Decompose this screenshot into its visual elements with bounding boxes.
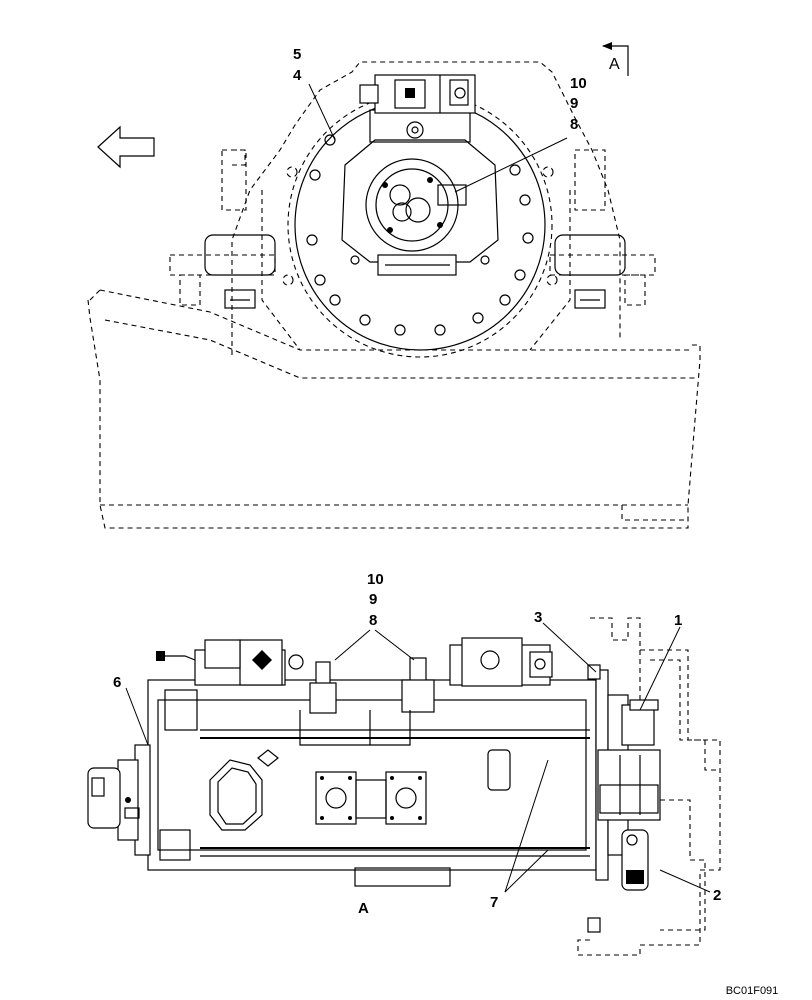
top-leaders [308,83,568,193]
callout-6: 6 [113,674,121,691]
callout-9-b: 9 [369,591,377,608]
housing-outline [221,61,621,355]
view-label-a: A [358,900,369,917]
bottom-leaders [125,622,711,893]
frame-outline [87,289,701,529]
pump-shaft-end [87,744,151,856]
center-ports [315,749,511,825]
callout-9: 9 [570,95,578,112]
callout-8-b: 8 [369,612,377,629]
flywheel-housing [577,617,721,956]
callout-10: 10 [570,75,587,92]
right-regulator [449,637,553,687]
oval-cover [209,749,279,831]
view-arrow-a: A [602,42,629,76]
callout-3: 3 [534,609,542,626]
bottom-view: 10 9 8 3 1 6 2 7 A [87,571,721,956]
top-view: A [87,42,701,529]
callout-7: 7 [490,894,498,911]
left-arrow-icon [97,125,155,169]
coupling-flange [587,664,661,933]
right-mount [549,234,656,309]
callout-8: 8 [570,116,578,133]
callout-1: 1 [674,612,682,629]
view-arrow-label: A [609,56,620,73]
pump-regulator [359,74,476,114]
callout-5: 5 [293,46,301,63]
pump-body [341,109,499,276]
left-regulator [156,639,304,686]
drawing-code: BC01F091 [726,985,779,997]
callout-10-b: 10 [367,571,384,588]
hose-fittings [299,657,435,746]
callout-2: 2 [713,887,721,904]
left-mount [169,234,276,309]
callout-4: 4 [293,67,302,84]
